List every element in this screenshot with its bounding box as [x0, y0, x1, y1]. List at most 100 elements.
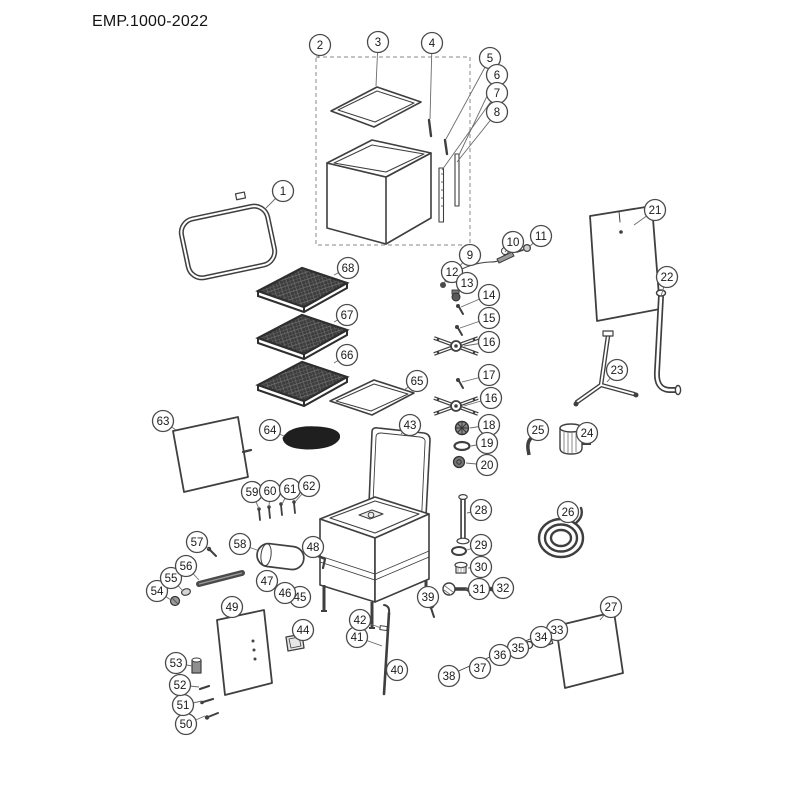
callout-number: 19: [481, 438, 494, 450]
callout-number: 46: [279, 588, 292, 600]
callout-number: 10: [507, 237, 520, 249]
part-screw-17: [456, 378, 464, 389]
callout-number: 15: [483, 313, 496, 325]
callout-32: 32: [491, 576, 515, 600]
callout-number: 45: [294, 592, 307, 604]
callout-circle: [655, 265, 679, 289]
callout-number: 18: [483, 420, 496, 432]
callout-number: 62: [303, 481, 316, 493]
callout-circle: [164, 651, 188, 675]
callout-58: 58: [228, 532, 258, 556]
callout-number: 2: [317, 40, 323, 52]
callout-28: 28: [466, 498, 493, 522]
callout-57: 57: [185, 530, 210, 554]
callout-number: 21: [649, 205, 662, 217]
callout-number: 8: [494, 107, 500, 119]
part-filter-mat: [282, 426, 341, 450]
callout-leader-line: [445, 57, 491, 140]
callout-circle: [501, 230, 525, 254]
part-spray-arm-lower: [432, 396, 480, 416]
callout-12: 12: [440, 260, 464, 284]
callout-number: 9: [467, 250, 473, 262]
callout-42: 42: [348, 608, 382, 632]
callout-circle: [145, 579, 169, 603]
callout-62: 62: [294, 474, 321, 503]
callout-27: 27: [599, 595, 623, 621]
callout-63: 63: [151, 409, 177, 433]
callout-circle: [385, 658, 409, 682]
callout-number: 33: [551, 625, 564, 637]
callout-circle: [273, 581, 297, 605]
drawing-number: EMP.1000-2022: [92, 13, 209, 30]
callout-number: 65: [411, 376, 424, 388]
callout-number: 35: [512, 643, 525, 655]
part-rack-top: [255, 266, 350, 314]
callout-31: 31: [465, 577, 491, 601]
callout-number: 66: [341, 350, 354, 362]
callout-number: 61: [284, 484, 297, 496]
callout-number: 28: [475, 505, 488, 517]
callout-59: 59: [240, 480, 264, 510]
callout-20: 20: [465, 453, 499, 477]
part-pins-and-strips: [427, 118, 460, 223]
part-pin-52: [198, 684, 211, 691]
callout-number: 34: [535, 632, 548, 644]
callout-number: 49: [226, 602, 239, 614]
part-standpipe: [456, 494, 470, 545]
callout-number: 42: [354, 615, 367, 627]
callout-circle: [416, 585, 440, 609]
callout-circle: [301, 535, 325, 559]
callout-circle: [405, 369, 429, 393]
callout-44: 44: [291, 618, 315, 642]
callout-22: 22: [655, 265, 679, 297]
callout-68: 68: [333, 256, 360, 280]
callout-66: 66: [333, 343, 359, 367]
part-drain-elbow: [442, 582, 473, 597]
callout-26: 26: [556, 500, 580, 524]
part-tray: [329, 379, 415, 416]
callout-number: 44: [297, 625, 310, 637]
part-rack-middle: [255, 313, 350, 361]
callout-circle: [477, 363, 501, 387]
callout-circle: [335, 343, 359, 367]
part-lid: [330, 86, 422, 128]
part-door-panel: [216, 609, 273, 696]
part-pin-51: [200, 697, 215, 705]
callout-35: 35: [506, 636, 530, 660]
callout-number: 40: [391, 665, 404, 677]
callout-circle: [185, 530, 209, 554]
part-screw-14: [456, 304, 464, 315]
callout-number: 7: [494, 88, 500, 100]
callout-circle: [440, 260, 464, 284]
callout-number: 3: [375, 37, 381, 49]
part-overflow-rod: [379, 604, 391, 696]
part-oring-19: [453, 440, 471, 452]
callout-number: 16: [483, 337, 496, 349]
callout-number: 48: [307, 542, 320, 554]
callout-number: 14: [483, 290, 496, 302]
callout-number: 22: [661, 272, 674, 284]
callout-number: 5: [487, 53, 493, 65]
part-back-panel: [589, 205, 661, 322]
callout-number: 23: [611, 365, 624, 377]
callout-number: 68: [342, 263, 355, 275]
callout-circle: [455, 271, 479, 295]
callout-2: 2: [308, 33, 332, 59]
callout-circle: [477, 306, 501, 330]
callout-1: 1: [265, 179, 295, 209]
callout-number: 17: [483, 370, 496, 382]
callout-67: 67: [333, 303, 359, 327]
callout-52: 52: [168, 673, 200, 697]
part-machine-body: [319, 427, 431, 629]
callout-17: 17: [461, 363, 501, 387]
part-screws-59-62: [257, 500, 296, 521]
callout-3: 3: [366, 30, 390, 87]
callout-43: 43: [398, 413, 422, 437]
callout-46: 46: [273, 581, 297, 605]
callout-circle: [398, 413, 422, 437]
part-sensor-12: [440, 282, 446, 288]
callout-number: 11: [535, 231, 547, 243]
callout-circle: [228, 532, 252, 556]
